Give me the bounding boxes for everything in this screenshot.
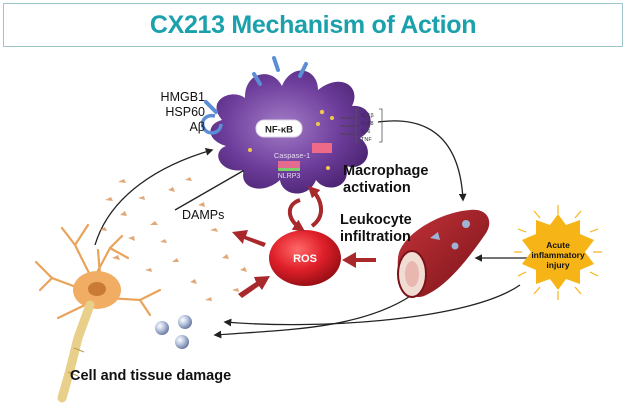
blood-vessel [397,209,490,298]
inflammasome-block [278,161,300,168]
arrow-neuron-to-macrophage [94,147,214,246]
damaged-neuron [34,223,162,403]
ros-node: ROS [269,230,341,286]
arrow-vessel-to-neuron [213,294,413,339]
tlr-receptor [200,113,223,135]
immune-cells [155,315,192,349]
pathway-arrows [94,120,530,339]
ros-label: ROS [293,253,317,265]
cytokine-il18: IL-18 [361,121,374,127]
cytokine-tnf: TNF [361,137,372,143]
arrow-damps-to-macrophage [174,167,250,211]
arrow-vessel-to-ros [342,252,376,268]
damp-list: HMGB1 HSP60 Aβ [150,90,205,135]
macrophage: NF-κB Caspase-1 NLRP3 [200,56,371,194]
arrow-ros-to-damps [232,230,266,247]
red-arrows [232,230,376,298]
diagram-title: CX213 Mechanism of Action [149,10,477,39]
cytokine-il6: IL-6 [361,129,370,135]
caspase-label: Caspase-1 [274,151,310,160]
damp-hmgb1: HMGB1 [160,90,205,104]
neuron-nucleus [88,282,106,296]
damp-particles [100,177,247,301]
arrow-injury-to-neuron [223,284,521,327]
arrow-neuron-to-ros [238,276,270,298]
cell-damage-label: Cell and tissue damage [70,368,232,384]
ros-sphere [269,230,341,286]
leukocyte-infiltration-label: Leukocyte infiltration [340,212,412,245]
damp-abeta: Aβ [189,120,205,134]
ros-macrophage-cycle [287,185,323,232]
receptors [204,56,308,114]
neuron-axon [57,300,95,403]
injury-star [522,214,594,290]
arrow-cytokines-to-vessel [377,120,467,202]
cytokine-list: IL-1β IL-18 IL-6 TNF [340,108,383,143]
cytokine-il1b: IL-1β [361,113,374,119]
nlrp3-label: NLRP3 [278,173,301,180]
nfkb-label: NF-κB [265,125,293,136]
damp-hsp60: HSP60 [165,105,205,119]
title-banner: CX213 Mechanism of Action [3,3,623,47]
nfkb-box [255,119,303,138]
damps-label: DAMPs [182,208,225,222]
acute-injury-label: Acute inflammatory injury [531,240,585,270]
injury-burst [514,205,602,300]
macrophage-activation-label: Macrophage activation [343,163,429,196]
